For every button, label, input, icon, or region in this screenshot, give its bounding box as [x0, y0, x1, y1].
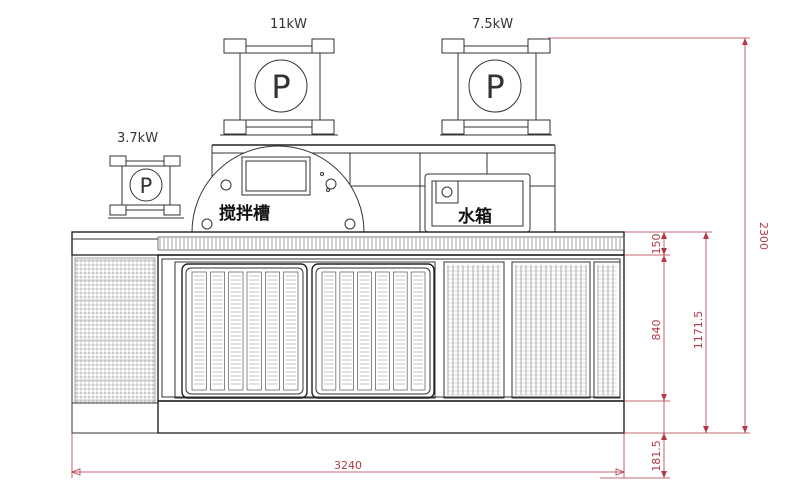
- pump-symbol-circle: [468, 59, 522, 113]
- pump-symbol-circle: [254, 59, 308, 113]
- water-tank: 水箱: [424, 173, 531, 233]
- motor-11kw-label: 11kW: [270, 17, 307, 32]
- pump-symbol-circle: [129, 168, 163, 202]
- dim-mid-section: 840: [650, 320, 663, 341]
- dim-body-height: 1171.5: [692, 311, 705, 350]
- dim-total-height: 2300: [757, 222, 770, 250]
- filter-cassette-left: [181, 263, 308, 399]
- tank-inspection-window: [241, 156, 311, 196]
- motor-7-5kw-label: 7.5kW: [472, 17, 513, 32]
- mixing-tank-label: 搅拌槽: [219, 203, 270, 224]
- pump-symbol-p: P: [140, 174, 153, 198]
- dimension-lines: 3240 150 840 181.5 1171.5 2300: [70, 37, 770, 479]
- top-grille-hatching: [159, 238, 621, 249]
- pump-symbol-p: P: [271, 68, 290, 106]
- dim-base-height: 181.5: [650, 440, 663, 472]
- filter-cassette-right: [311, 263, 435, 399]
- machine-body: [71, 231, 625, 434]
- pump-motor-11kw: 11kW P: [220, 17, 338, 136]
- left-mesh-pattern: [75, 259, 155, 403]
- pump-symbol-p: P: [485, 68, 504, 106]
- water-tank-label: 水箱: [458, 206, 492, 227]
- motor-3-7kw-label: 3.7kW: [117, 131, 158, 146]
- dim-total-width: 3240: [334, 459, 362, 472]
- pump-motor-3-7kw: 3.7kW P: [108, 131, 184, 219]
- mixing-tank: 搅拌槽: [191, 145, 365, 233]
- dim-top-band: 150: [650, 234, 663, 255]
- pump-motor-7-5kw: 7.5kW P: [440, 17, 552, 136]
